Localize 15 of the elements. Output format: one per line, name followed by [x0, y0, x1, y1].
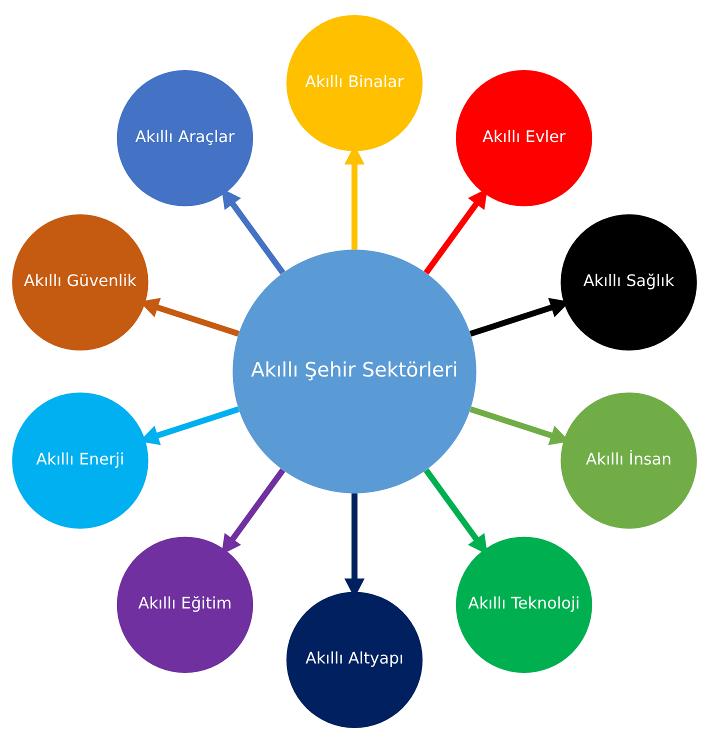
node-circle: Akıllı Teknoloji — [456, 536, 592, 673]
node-circle: Akıllı Evler — [456, 70, 592, 206]
node-circle: Akıllı Araçlar — [116, 70, 254, 206]
node-circle: Akıllı Eğitim — [116, 536, 254, 673]
node-circle: Akıllı Şehir Sektörleri — [232, 250, 476, 494]
node-circle: Akıllı Enerji — [12, 392, 148, 529]
node-circle: Akıllı Altyapı — [286, 592, 423, 728]
arrow — [424, 188, 488, 275]
arrow — [221, 468, 286, 555]
arrow — [221, 188, 286, 275]
node-circle: Akıllı Güvenlik — [12, 214, 148, 350]
node-circle: Akıllı Binalar — [286, 14, 423, 152]
node-circle: Akıllı İnsan — [560, 392, 697, 529]
node-circle: Akıllı Sağlık — [560, 214, 697, 350]
arrow — [424, 468, 488, 555]
